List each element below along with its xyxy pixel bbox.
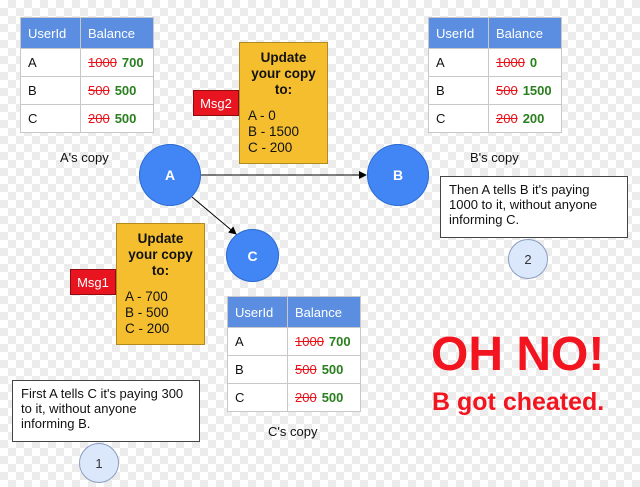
- table-a-copy: UserId Balance A 1000 700 B 500 500 C 200 5…: [20, 17, 154, 133]
- header-userid: UserId: [227, 296, 288, 328]
- alert-subline: B got cheated.: [432, 388, 605, 416]
- note-line: C - 200: [125, 321, 170, 336]
- balance-cell: 1000 700: [80, 48, 154, 77]
- old-balance: 200: [88, 111, 110, 126]
- old-balance: 1000: [295, 334, 324, 349]
- note-line: B - 500: [125, 305, 169, 320]
- new-balance: 500: [321, 390, 344, 405]
- note-line: A - 700: [125, 289, 168, 304]
- old-balance: 1000: [88, 55, 117, 70]
- userid-cell: B: [227, 355, 288, 384]
- step1-note: First A tells C it's paying 300 to it, w…: [12, 380, 200, 442]
- note-line: First A tells C it's paying 300: [21, 386, 184, 401]
- table-c-copy: UserId Balance A 1000 700 B 500 500 C 200 5…: [227, 296, 361, 412]
- note-title-line: Update: [260, 50, 307, 65]
- table-row: A 1000 700: [20, 48, 154, 77]
- note-lines: A - 0 B - 1500 C - 200: [248, 108, 319, 156]
- note-line: to it, without anyone: [21, 401, 137, 416]
- note-title-line: to:: [151, 263, 170, 278]
- userid-cell: B: [428, 76, 489, 105]
- table-row: C 200 500: [20, 104, 154, 133]
- new-balance: 500: [114, 111, 137, 126]
- alert-headline: OH NO!: [431, 328, 605, 381]
- header-balance: Balance: [80, 17, 154, 49]
- new-balance: 0: [529, 55, 538, 70]
- msg1-note: Update your copy to: A - 700 B - 500 C -…: [116, 223, 205, 345]
- header-balance: Balance: [287, 296, 361, 328]
- balance-cell: 200 500: [80, 104, 154, 133]
- new-balance: 1500: [522, 83, 552, 98]
- old-balance: 200: [295, 390, 317, 405]
- note-line: informing B.: [21, 416, 91, 431]
- userid-cell: A: [20, 48, 81, 77]
- table-row: A 1000 700: [227, 327, 361, 356]
- node-b: B: [367, 144, 429, 206]
- userid-cell: C: [428, 104, 489, 133]
- old-balance: 500: [88, 83, 110, 98]
- msg2-note: Update your copy to: A - 0 B - 1500 C - …: [239, 42, 328, 164]
- msg1-label: Msg1: [70, 269, 116, 295]
- note-title-line: your copy: [128, 247, 193, 262]
- step1-badge: 1: [79, 443, 119, 483]
- table-row: C 200 200: [428, 104, 562, 133]
- balance-cell: 500 500: [80, 76, 154, 105]
- note-lines: A - 700 B - 500 C - 200: [125, 289, 196, 337]
- header-userid: UserId: [428, 17, 489, 49]
- userid-cell: C: [227, 383, 288, 412]
- old-balance: 500: [496, 83, 518, 98]
- new-balance: 700: [328, 334, 351, 349]
- note-title: Update your copy to:: [248, 50, 319, 98]
- table-row: A 1000 0: [428, 48, 562, 77]
- balance-cell: 1000 700: [287, 327, 361, 356]
- note-title-line: to:: [274, 82, 293, 97]
- node-c: C: [226, 229, 279, 282]
- note-title: Update your copy to:: [125, 231, 196, 279]
- note-line: A - 0: [248, 108, 276, 123]
- note-line: B - 1500: [248, 124, 300, 139]
- table-row: B 500 500: [20, 76, 154, 105]
- balance-cell: 1000 0: [488, 48, 562, 77]
- header-userid: UserId: [20, 17, 81, 49]
- old-balance: 500: [295, 362, 317, 377]
- new-balance: 700: [121, 55, 144, 70]
- caption-a-copy: A's copy: [60, 150, 109, 165]
- step2-badge: 2: [508, 239, 548, 279]
- note-title-line: your copy: [251, 66, 316, 81]
- node-a: A: [139, 144, 201, 206]
- note-line: informing C.: [449, 212, 520, 227]
- msg2-label: Msg2: [193, 90, 239, 116]
- balance-cell: 500 500: [287, 355, 361, 384]
- new-balance: 500: [321, 362, 344, 377]
- userid-cell: A: [428, 48, 489, 77]
- caption-c-copy: C's copy: [268, 424, 318, 439]
- userid-cell: B: [20, 76, 81, 105]
- new-balance: 500: [114, 83, 137, 98]
- note-line: C - 200: [248, 140, 293, 155]
- balance-cell: 200 200: [488, 104, 562, 133]
- old-balance: 200: [496, 111, 518, 126]
- caption-b-copy: B's copy: [470, 150, 519, 165]
- userid-cell: A: [227, 327, 288, 356]
- table-row: B 500 500: [227, 355, 361, 384]
- note-line: Then A tells B it's paying: [449, 182, 590, 197]
- balance-cell: 500 1500: [488, 76, 562, 105]
- userid-cell: C: [20, 104, 81, 133]
- table-row: C 200 500: [227, 383, 361, 412]
- step2-note: Then A tells B it's paying 1000 to it, w…: [440, 176, 628, 238]
- old-balance: 1000: [496, 55, 525, 70]
- note-line: 1000 to it, without anyone: [449, 197, 598, 212]
- arrow-a-to-c: [191, 196, 237, 235]
- table-row: B 500 1500: [428, 76, 562, 105]
- new-balance: 200: [522, 111, 545, 126]
- header-balance: Balance: [488, 17, 562, 49]
- balance-cell: 200 500: [287, 383, 361, 412]
- note-title-line: Update: [137, 231, 184, 246]
